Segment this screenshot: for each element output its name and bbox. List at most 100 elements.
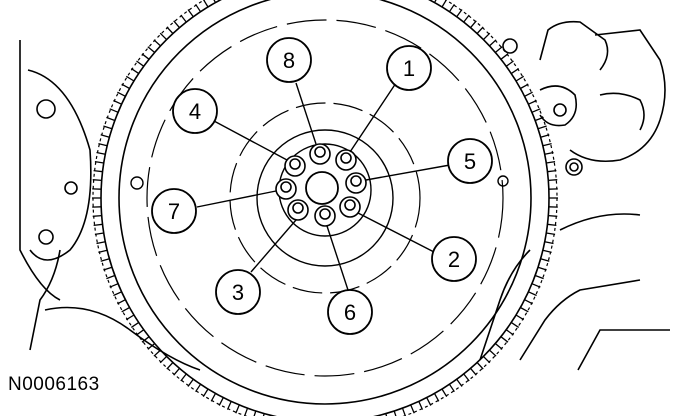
flywheel-inner-ring <box>146 19 504 377</box>
leader-2 <box>357 212 435 253</box>
gear-tooth <box>500 53 509 60</box>
bolt-5 <box>345 172 367 194</box>
gear-tooth <box>546 160 556 164</box>
callout-4: 4 <box>172 88 218 134</box>
gear-tooth <box>109 283 119 288</box>
leader-3 <box>250 219 297 273</box>
gear-tooth <box>100 134 110 138</box>
gear-tooth <box>456 9 463 18</box>
ring-gear-teeth <box>92 0 558 416</box>
gear-tooth <box>489 39 497 47</box>
gear-tooth <box>121 306 130 313</box>
gear-tooth <box>534 274 544 280</box>
callout-6: 6 <box>327 289 373 335</box>
gear-tooth <box>98 249 108 254</box>
gear-tooth <box>448 383 455 393</box>
callouts: 1 2 3 4 5 6 7 8 <box>151 37 493 335</box>
gear-tooth <box>547 169 557 173</box>
gear-tooth <box>470 367 477 376</box>
gear-tooth <box>166 362 174 370</box>
gear-tooth <box>226 401 232 410</box>
gear-tooth <box>180 14 187 23</box>
gear-tooth <box>547 223 557 227</box>
bolt-2 <box>339 196 361 218</box>
gear-tooth <box>456 378 463 387</box>
gear-tooth <box>494 343 503 350</box>
gear-tooth <box>401 407 407 416</box>
gear-tooth <box>195 383 202 393</box>
gear-tooth <box>524 299 533 305</box>
gear-tooth <box>531 108 541 113</box>
hub-ring <box>256 129 394 267</box>
gear-tooth <box>441 388 448 398</box>
gear-tooth <box>92 214 102 217</box>
gear-tooth <box>500 336 509 343</box>
gear-tooth <box>482 32 491 41</box>
gear-tooth <box>147 343 156 350</box>
callout-label-3: 3 <box>232 280 244 305</box>
gear-tooth <box>548 179 558 182</box>
gear-tooth <box>515 75 525 82</box>
gear-tooth <box>121 83 130 90</box>
gear-tooth <box>482 355 491 364</box>
gear-tooth <box>528 291 537 297</box>
gear-tooth <box>537 125 547 130</box>
bolt-6 <box>314 205 336 227</box>
flywheel-bolts <box>275 143 367 227</box>
gear-tooth <box>130 321 140 328</box>
gear-tooth <box>515 314 525 321</box>
gear-tooth <box>537 266 547 271</box>
leader-4 <box>213 120 288 161</box>
gear-tooth <box>426 397 432 406</box>
leader-5 <box>365 164 451 181</box>
gear-tooth <box>94 160 104 164</box>
dowel-hole-right <box>497 175 509 187</box>
gear-tooth <box>180 373 187 382</box>
gear-tooth <box>494 46 503 53</box>
gear-tooth <box>106 116 116 122</box>
gear-tooth <box>173 20 180 29</box>
bolt-3 <box>287 199 309 221</box>
gear-tooth <box>136 60 145 67</box>
callout-label-6: 6 <box>344 300 356 325</box>
callout-1: 1 <box>386 45 432 91</box>
callout-3: 3 <box>215 269 261 315</box>
gear-tooth <box>540 134 550 138</box>
engine-block-outline <box>19 20 670 371</box>
gear-tooth <box>218 397 224 406</box>
callout-2: 2 <box>431 236 477 282</box>
callout-7: 7 <box>151 188 197 234</box>
gear-tooth <box>546 232 556 236</box>
gear-tooth <box>202 388 209 398</box>
gear-tooth <box>476 26 484 34</box>
gear-tooth <box>125 75 135 82</box>
figure-id: N0006163 <box>8 374 100 395</box>
gear-tooth <box>253 410 257 416</box>
gear-tooth <box>463 373 470 382</box>
callout-8: 8 <box>266 37 312 83</box>
gear-tooth <box>109 108 119 113</box>
gear-tooth <box>463 14 470 23</box>
callout-label-5: 5 <box>464 149 476 174</box>
leader-6 <box>326 225 349 291</box>
gear-tooth <box>166 26 174 34</box>
gear-tooth <box>159 355 168 364</box>
hub-ring-outer <box>229 102 421 294</box>
gear-tooth <box>548 214 558 217</box>
gear-tooth <box>141 53 150 60</box>
gear-tooth <box>103 266 113 271</box>
gear-tooth <box>213 0 217 3</box>
gear-tooth <box>489 349 497 357</box>
gear-tooth <box>433 0 437 3</box>
callout-5: 5 <box>447 138 493 184</box>
gear-tooth <box>476 362 484 370</box>
gear-tooth <box>136 329 145 336</box>
callout-label-1: 1 <box>403 56 415 81</box>
gear-tooth <box>505 60 514 67</box>
gear-tooth <box>544 241 554 245</box>
gear-tooth <box>96 151 106 155</box>
gear-tooth <box>113 291 122 297</box>
gear-tooth <box>243 407 249 416</box>
gear-tooth <box>125 314 135 321</box>
